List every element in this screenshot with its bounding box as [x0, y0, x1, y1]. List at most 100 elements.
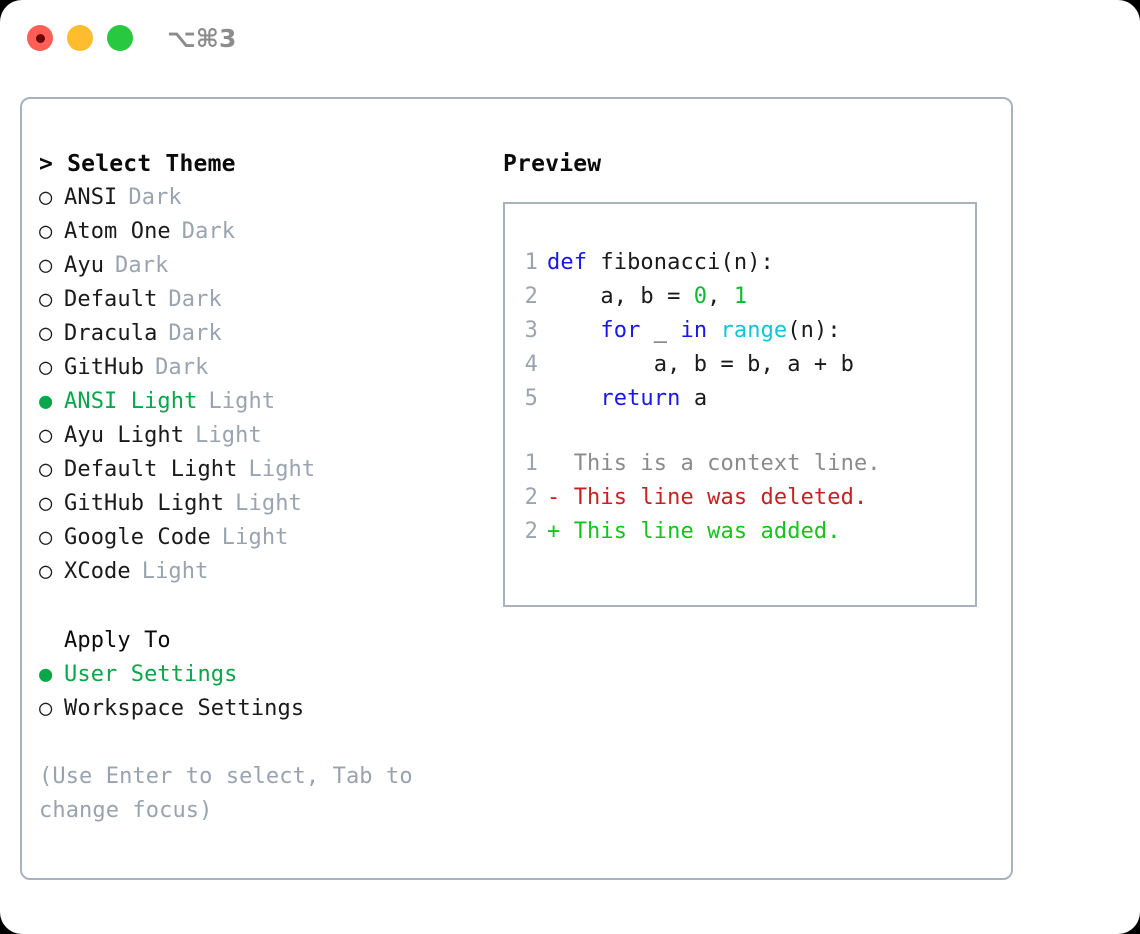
diff-marker	[547, 451, 574, 476]
line-number: 2	[524, 485, 538, 510]
apply-to-option[interactable]: ● User Settings	[39, 658, 489, 692]
theme-kind-label: Dark	[115, 253, 169, 278]
theme-name: Google Code	[64, 525, 211, 550]
code-token-plain: a, b = b, a + b	[547, 352, 854, 377]
radio-unselected-icon: ○	[39, 696, 53, 721]
radio-unselected-icon: ○	[39, 457, 53, 482]
radio-unselected-icon: ○	[39, 559, 53, 584]
code-token-plain: ,	[707, 284, 734, 309]
code-line: 5 return a	[516, 382, 969, 416]
line-number: 1	[524, 250, 538, 275]
radio-unselected-icon: ○	[39, 287, 53, 312]
code-line: 2 a, b = 0, 1	[516, 280, 969, 314]
theme-list-item[interactable]: ○ Atom One Dark	[39, 215, 489, 249]
radio-selected-icon: ●	[39, 662, 53, 687]
apply-to-heading: Apply To	[64, 628, 171, 653]
theme-list-item[interactable]: ○ Default Dark	[39, 283, 489, 317]
title-bar: ⌥⌘3	[0, 0, 1140, 78]
theme-kind-label: Light	[235, 491, 302, 516]
apply-to-option-label: User Settings	[64, 662, 238, 687]
radio-unselected-icon: ○	[39, 185, 53, 210]
preview-heading: Preview	[503, 151, 602, 177]
close-button[interactable]	[27, 25, 53, 51]
theme-name: Ayu	[64, 253, 105, 278]
theme-list-item[interactable]: ○ XCode Light	[39, 555, 489, 589]
code-token-plain: a, b =	[547, 284, 694, 309]
theme-kind-label: Light	[141, 559, 209, 584]
code-token-kw: return	[600, 386, 681, 411]
apply-to-section: Apply To ● User Settings ○ Workspace Settin…	[39, 624, 489, 726]
theme-kind-label: Dark	[168, 321, 222, 346]
window-controls	[27, 25, 133, 51]
code-token-kw: for	[600, 318, 641, 343]
line-number: 2	[524, 519, 538, 544]
theme-name: ANSI	[64, 185, 118, 210]
select-theme-heading: > Select Theme	[39, 151, 236, 177]
code-token-plain	[547, 318, 600, 343]
theme-kind-label: Dark	[168, 287, 222, 312]
apply-to-options: ● User Settings ○ Workspace Settings	[39, 658, 489, 726]
line-number: 3	[524, 318, 538, 343]
diff-line: 1 This is a context line.	[516, 447, 969, 481]
radio-unselected-icon: ○	[39, 423, 53, 448]
code-line: 4 a, b = b, a + b	[516, 348, 969, 382]
code-token-plain	[547, 386, 600, 411]
theme-list-item[interactable]: ○ Dracula Dark	[39, 317, 489, 351]
theme-name: GitHub Light	[64, 491, 225, 516]
minimize-button[interactable]	[67, 25, 93, 51]
code-token-plain: fibonacci(n):	[587, 250, 774, 275]
theme-name: Dracula	[64, 321, 158, 346]
code-token-plain	[707, 318, 720, 343]
code-token-num: 1	[733, 284, 748, 309]
line-number: 1	[524, 451, 538, 476]
theme-name: XCode	[64, 559, 131, 584]
radio-unselected-icon: ○	[39, 525, 53, 550]
diff-line: 2- This line was deleted.	[516, 481, 969, 515]
theme-kind-label: Light	[195, 423, 262, 448]
theme-name: Default	[64, 287, 158, 312]
radio-selected-icon: ●	[39, 389, 53, 414]
theme-list-item[interactable]: ○ ANSI Dark	[39, 181, 489, 215]
code-token-plain: _	[640, 318, 681, 343]
code-token-num: 0	[693, 284, 708, 309]
theme-list-item[interactable]: ○ GitHub Light Light	[39, 487, 489, 521]
diff-line: 2 + This line was added.	[516, 515, 969, 549]
code-token-plain: (n):	[787, 318, 841, 343]
apply-to-option[interactable]: ○ Workspace Settings	[39, 692, 489, 726]
radio-unselected-icon: ○	[39, 321, 53, 346]
code-line: 3 for _ in range(n):	[516, 314, 969, 348]
theme-name: GitHub	[64, 355, 145, 380]
radio-unselected-icon: ○	[39, 491, 53, 516]
apply-to-option-label: Workspace Settings	[64, 696, 305, 721]
code-token-kw: def	[547, 250, 588, 275]
diff-text: This is a context line.	[573, 451, 881, 476]
diff-text: This line was added.	[573, 519, 841, 544]
theme-name: ANSI Light	[64, 389, 198, 414]
theme-name: Atom One	[64, 219, 171, 244]
diff-marker: +	[547, 519, 574, 544]
radio-unselected-icon: ○	[39, 355, 53, 380]
theme-kind-label: Dark	[128, 185, 182, 210]
maximize-button[interactable]	[107, 25, 133, 51]
radio-unselected-icon: ○	[39, 219, 53, 244]
theme-kind-label: Dark	[181, 219, 236, 244]
keyboard-hint-text: (Use Enter to select, Tab to change focu…	[39, 764, 413, 823]
line-number: 2	[524, 284, 538, 309]
keyboard-shortcut-label: ⌥⌘3	[167, 24, 237, 53]
line-number: 4	[524, 352, 538, 377]
line-number: 5	[524, 386, 538, 411]
code-token-plain: a	[680, 386, 708, 411]
